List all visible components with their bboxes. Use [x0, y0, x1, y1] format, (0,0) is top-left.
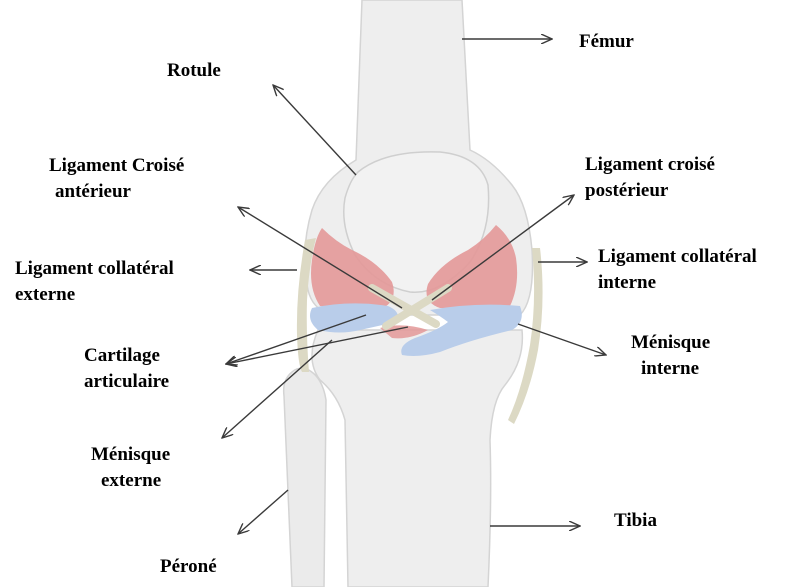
label-femur-text: Fémur: [579, 29, 634, 55]
fibula-bone: [284, 368, 326, 587]
label-lci-line1: Ligament collatéral: [598, 244, 757, 270]
label-tibia-text: Tibia: [614, 508, 657, 534]
label-menisque-interne-line1: Ménisque: [631, 330, 710, 356]
label-tibia: Tibia: [614, 508, 657, 534]
label-lca-line1: Ligament Croisé: [49, 153, 184, 179]
label-lce-line1: Ligament collatéral: [15, 256, 174, 282]
arrow-perone: [238, 490, 288, 534]
label-ligament-collateral-externe: Ligament collatéral externe: [15, 256, 174, 308]
label-ligament-croise-posterieur: Ligament croisé postérieur: [585, 152, 715, 204]
label-cartilage-line1: Cartilage: [84, 343, 169, 369]
label-menisque-externe-line1: Ménisque: [91, 442, 170, 468]
label-lcp-line2: postérieur: [585, 178, 715, 204]
label-femur: Fémur: [579, 29, 634, 55]
label-lce-line2: externe: [15, 282, 174, 308]
label-perone-text: Péroné: [160, 554, 217, 580]
label-cartilage-line2: articulaire: [84, 369, 169, 395]
label-lca-line2: antérieur: [49, 179, 184, 205]
label-lcp-line1: Ligament croisé: [585, 152, 715, 178]
label-ligament-croise-anterieur: Ligament Croisé antérieur: [49, 153, 184, 205]
tibia-bone: [312, 330, 522, 587]
label-ligament-collateral-interne: Ligament collatéral interne: [598, 244, 757, 296]
label-menisque-interne-line2: interne: [631, 356, 710, 382]
label-lci-line2: interne: [598, 270, 757, 296]
label-menisque-externe-line2: externe: [91, 468, 170, 494]
label-menisque-interne: Ménisque interne: [631, 330, 710, 382]
label-perone: Péroné: [160, 554, 217, 580]
arrow-rotule: [273, 85, 356, 175]
label-rotule-text: Rotule: [167, 58, 221, 84]
label-menisque-externe: Ménisque externe: [91, 442, 170, 494]
label-cartilage-articulaire: Cartilage articulaire: [84, 343, 169, 395]
label-rotule: Rotule: [167, 58, 221, 84]
